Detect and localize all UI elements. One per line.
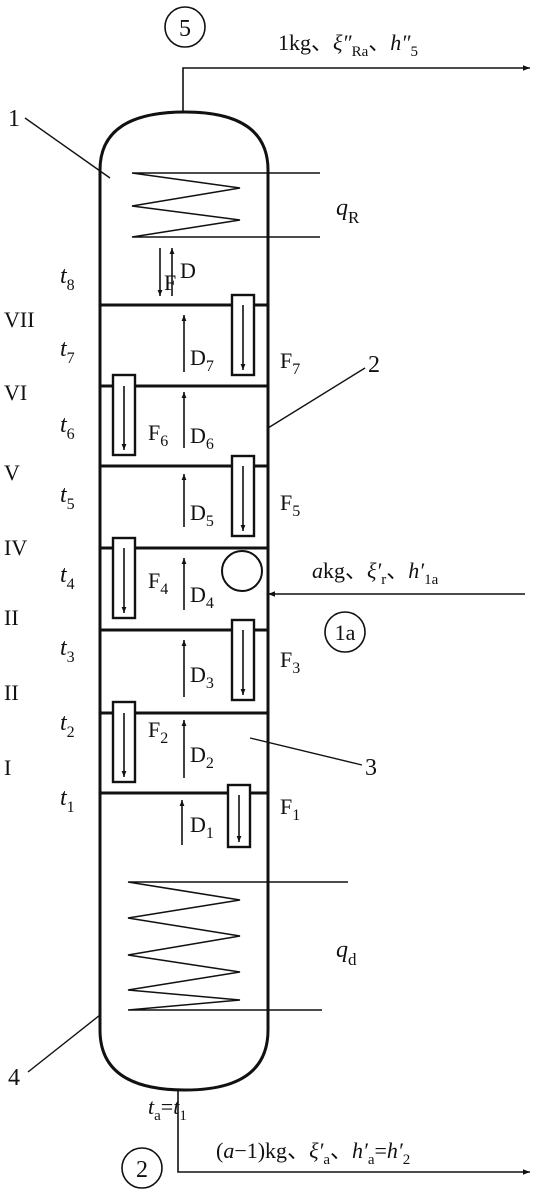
condenser-coil xyxy=(131,172,320,238)
part-number-3: 3 xyxy=(365,755,377,781)
reboiler-heat-label: qd xyxy=(336,937,357,969)
svg-text:II: II xyxy=(4,680,19,705)
tray-temperatures: t8 t7 t6 t5 t4 t3 t2 t1 xyxy=(60,263,75,816)
svg-text:IV: IV xyxy=(4,535,27,560)
part-number-1: 1 xyxy=(8,106,20,132)
vapor-flow-labels: D D7 D6 D5 D4 D3 D2 D1 xyxy=(180,258,214,842)
bottom-outlet-pipe xyxy=(177,1090,530,1175)
part-number-2: 2 xyxy=(368,352,380,378)
feed-stream-label: akg、ξ′r、h′1a xyxy=(312,558,439,588)
svg-text:t4: t4 xyxy=(60,562,75,593)
column-shell xyxy=(98,110,270,1092)
svg-text:D2: D2 xyxy=(190,742,214,772)
part-number-4: 4 xyxy=(8,1065,20,1091)
svg-text:D1: D1 xyxy=(190,812,214,842)
svg-text:I: I xyxy=(4,755,11,780)
svg-text:5: 5 xyxy=(179,16,191,42)
svg-text:t6: t6 xyxy=(60,412,75,443)
svg-text:D7: D7 xyxy=(190,345,214,375)
downcomers-left xyxy=(111,373,137,784)
top-outlet-pipe xyxy=(182,65,530,112)
svg-text:F2: F2 xyxy=(148,717,168,747)
liquid-down-arrows xyxy=(121,248,246,842)
condenser-heat-label: qR xyxy=(336,195,360,227)
svg-text:t1: t1 xyxy=(60,785,75,816)
stream-marker-5: 5 xyxy=(164,6,206,48)
svg-text:t8: t8 xyxy=(60,263,75,294)
svg-text:t7: t7 xyxy=(60,336,75,367)
svg-text:1a: 1a xyxy=(335,620,356,645)
svg-text:D3: D3 xyxy=(190,662,214,692)
svg-text:F: F xyxy=(164,270,176,295)
stream-marker-2: 2 xyxy=(121,1147,163,1189)
svg-text:2: 2 xyxy=(136,1157,148,1183)
svg-text:F7: F7 xyxy=(280,348,300,378)
stream-marker-1a: 1a xyxy=(324,611,366,653)
svg-text:D4: D4 xyxy=(190,582,214,612)
svg-text:V: V xyxy=(4,460,20,485)
svg-text:t2: t2 xyxy=(60,710,75,741)
svg-text:VI: VI xyxy=(4,380,27,405)
svg-text:F6: F6 xyxy=(148,420,168,450)
feed-distributor xyxy=(221,550,263,592)
svg-text:F4: F4 xyxy=(148,568,168,598)
stage-numerals: VII VI V IV II II I xyxy=(4,307,35,780)
svg-text:t5: t5 xyxy=(60,482,75,513)
vapor-up-arrows xyxy=(169,248,187,845)
top-stream-label: 1kg、ξ″Ra、h″5 xyxy=(278,30,418,60)
reboiler-coil xyxy=(127,881,348,1011)
svg-text:F1: F1 xyxy=(280,794,300,824)
svg-text:F5: F5 xyxy=(280,490,300,520)
bottom-temperature-label: ta=t1 xyxy=(148,1094,187,1124)
svg-text:II: II xyxy=(4,605,19,630)
svg-text:D6: D6 xyxy=(190,423,214,453)
svg-text:F3: F3 xyxy=(280,647,300,677)
svg-text:D: D xyxy=(180,258,196,283)
svg-text:D5: D5 xyxy=(190,500,214,530)
leader-lines xyxy=(24,117,366,1073)
liquid-flow-labels: F F7 F6 F5 F4 F3 F2 F1 xyxy=(148,270,300,824)
svg-text:VII: VII xyxy=(4,307,35,332)
svg-text:t3: t3 xyxy=(60,635,75,666)
bottom-stream-label: (a−1)kg、ξ′a、h′a=h′2 xyxy=(216,1138,410,1168)
